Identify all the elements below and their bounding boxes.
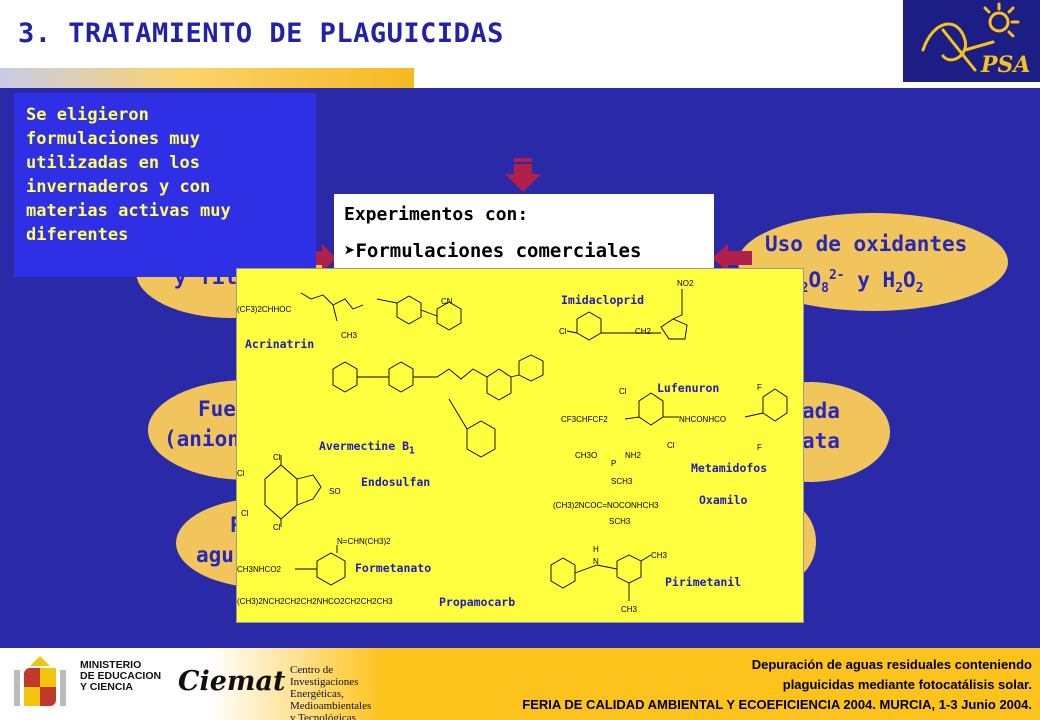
label-p: P	[611, 459, 617, 468]
slide-footer: MINISTERIO DE EDUCACION Y CIENCIA Ciemat…	[0, 648, 1040, 720]
label-ch3-pir-top: CH3	[651, 551, 668, 560]
label-cl-endo-2: Cl	[237, 469, 245, 478]
label-sch3-meta: SCH3	[611, 477, 633, 486]
slide-header: 3. TRATAMIENTO DE PLAGUICIDAS PSA	[0, 0, 1040, 88]
experiments-box: Experimentos con: ➤Formulaciones comerci…	[334, 194, 714, 282]
label-ch3-acri: CH3	[341, 331, 358, 340]
label-cl-endo-4: Cl	[273, 523, 281, 532]
compound-metamidofos: Metamidofos	[691, 461, 768, 475]
compound-propamocarb: Propamocarb	[439, 595, 516, 609]
title-underline-bar	[0, 68, 414, 88]
ciemat-subtitle: Centro de Investigaciones Energéticas, M…	[290, 664, 372, 720]
footer-line-1: Depuración de aguas residuales contenien…	[751, 657, 1032, 672]
label-lufenuron-left: CF3CHFCF2	[561, 415, 608, 424]
bullet-arrow-icon: ➤	[344, 240, 356, 262]
label-lufenuron-right: NHCONHCO	[679, 415, 727, 424]
chemical-structures-drawing	[264, 289, 788, 601]
oval-left-mid-line2: (anion	[164, 427, 240, 451]
ministry-name: MINISTERIO DE EDUCACION Y CIENCIA	[80, 659, 162, 693]
compound-pirimetanil: Pirimetanil	[665, 575, 742, 589]
oval-right-top-line1: Uso de oxidantes	[765, 232, 968, 256]
label-cl-luf-bottom: Cl	[667, 441, 675, 450]
compound-endosulfan: Endosulfan	[361, 475, 431, 489]
slide-title: 3. TRATAMIENTO DE PLAGUICIDAS	[18, 18, 504, 49]
oval-right-mid-line1: ada	[802, 399, 840, 423]
label-cn: CN	[441, 297, 453, 306]
psa-logo: PSA	[903, 0, 1040, 82]
oval-right-mid-line2: ata	[802, 429, 840, 453]
label-ch3-pir-bottom: CH3	[621, 605, 638, 614]
oval-left-bottom-line2: agu	[196, 543, 234, 567]
label-cl-endo-3: Cl	[241, 509, 249, 518]
label-metamidofos-left: CH3O	[575, 451, 598, 460]
oval-left-mid-line1: Fue	[198, 397, 236, 421]
label-propamocarb: (CH3)2NCH2CH2CH2NHCO2CH2CH2CH3	[237, 597, 393, 606]
label-sch3-oxa: SCH3	[609, 517, 631, 526]
oval-right-top-line2: S2O82- y H2O2	[788, 268, 924, 297]
arrow-down-icon	[505, 158, 541, 192]
chemical-structures-box: Acrinatrin Imidacloprid Avermectine B1 L…	[236, 268, 804, 623]
footer-logos: MINISTERIO DE EDUCACION Y CIENCIA Ciemat…	[0, 648, 384, 720]
label-cf3-chhoc: (CF3)2CHHOC	[237, 305, 292, 314]
experiments-heading: Experimentos con:	[344, 204, 529, 225]
label-f-top: F	[757, 383, 762, 392]
compound-avermectine: Avermectine B1	[319, 439, 415, 457]
label-cl-endo-1: Cl	[273, 453, 281, 462]
footer-line-3: FERIA DE CALIDAD AMBIENTAL Y ECOEFICIENC…	[522, 697, 1032, 712]
compound-imidacloprid: Imidacloprid	[561, 293, 645, 307]
label-formetanato-top: N=CHN(CH3)2	[337, 537, 391, 546]
ciemat-logo: Ciemat	[178, 666, 286, 697]
psa-logo-text: PSA	[980, 52, 1031, 78]
label-n-pir: N	[593, 557, 599, 566]
label-oxamilo: (CH3)2NCOC=NOCONHCH3	[553, 501, 659, 510]
compound-formetanato: Formetanato	[355, 561, 432, 575]
label-ch2-imid: CH2	[635, 327, 652, 336]
label-cl-imid: Cl	[559, 327, 567, 336]
label-f-bottom: F	[757, 443, 762, 452]
label-so: SO	[329, 487, 341, 496]
label-cl-luf-top: Cl	[619, 387, 627, 396]
spain-coat-of-arms-icon	[14, 656, 66, 706]
label-h-pir: H	[593, 545, 599, 554]
compound-lufenuron: Lufenuron	[657, 381, 720, 395]
label-nh2: NH2	[625, 451, 642, 460]
info-box: Se eligieron formulaciones muy utilizada…	[14, 93, 316, 277]
label-no2: NO2	[677, 279, 694, 288]
arrow-left-icon	[712, 244, 752, 272]
label-formetanato-left: CH3NHCO2	[237, 565, 282, 574]
footer-line-2: plaguicidas mediante fotocatálisis solar…	[782, 677, 1032, 692]
info-text: Se eligieron formulaciones muy utilizada…	[26, 105, 231, 245]
experiments-bullet: ➤Formulaciones comerciales	[344, 240, 642, 262]
compound-oxamilo: Oxamilo	[699, 493, 748, 507]
compound-acrinatrin: Acrinatrin	[245, 337, 315, 351]
